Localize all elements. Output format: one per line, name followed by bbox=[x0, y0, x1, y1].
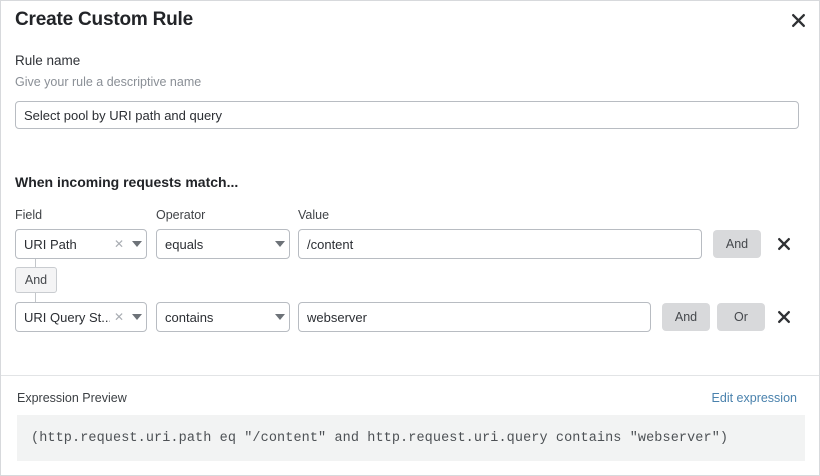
operator-select-value-row-2: contains bbox=[165, 309, 214, 325]
value-input-row-2[interactable] bbox=[298, 302, 651, 332]
condition-connector-and[interactable]: And bbox=[15, 267, 57, 293]
and-button-row-2[interactable]: And bbox=[662, 303, 710, 331]
chevron-down-icon[interactable] bbox=[271, 314, 289, 320]
operator-select-row-1[interactable]: equals bbox=[156, 229, 290, 259]
operator-select-row-2[interactable]: contains bbox=[156, 302, 290, 332]
expression-preview-label: Expression Preview bbox=[17, 391, 127, 405]
clear-icon[interactable]: ✕ bbox=[113, 310, 124, 324]
field-select-value-row-1: URI Path bbox=[24, 236, 77, 252]
close-icon bbox=[791, 13, 806, 28]
close-icon bbox=[777, 237, 791, 251]
close-icon bbox=[777, 310, 791, 324]
expression-preview-box: (http.request.uri.path eq "/content" and… bbox=[17, 415, 805, 461]
dialog-title: Create Custom Rule bbox=[15, 9, 193, 30]
condition-row: URI Path ✕ equals And bbox=[1, 229, 819, 259]
and-button-row-1[interactable]: And bbox=[713, 230, 761, 258]
chevron-down-icon[interactable] bbox=[271, 241, 289, 247]
delete-condition-button-row-2[interactable] bbox=[773, 306, 795, 328]
edit-expression-link[interactable]: Edit expression bbox=[711, 391, 797, 405]
expression-preview-divider bbox=[1, 375, 819, 376]
chevron-down-icon[interactable] bbox=[128, 314, 146, 320]
column-header-value: Value bbox=[298, 208, 330, 222]
field-select-value-row-2: URI Query St... bbox=[24, 309, 110, 325]
clear-icon[interactable]: ✕ bbox=[113, 237, 124, 251]
expression-preview-text: (http.request.uri.path eq "/content" and… bbox=[31, 430, 729, 446]
chevron-down-icon[interactable] bbox=[128, 241, 146, 247]
column-header-field: Field bbox=[15, 208, 43, 222]
field-select-row-2[interactable]: URI Query St... ✕ bbox=[15, 302, 147, 332]
rule-name-input[interactable] bbox=[15, 101, 799, 129]
conditions-section-heading: When incoming requests match... bbox=[15, 174, 239, 190]
column-header-operator: Operator bbox=[156, 208, 206, 222]
rule-name-help-text: Give your rule a descriptive name bbox=[15, 75, 202, 89]
operator-select-value-row-1: equals bbox=[165, 236, 204, 252]
field-select-row-1[interactable]: URI Path ✕ bbox=[15, 229, 147, 259]
rule-name-label: Rule name bbox=[15, 53, 81, 68]
or-button-row-2[interactable]: Or bbox=[717, 303, 765, 331]
delete-condition-button-row-1[interactable] bbox=[773, 233, 795, 255]
value-input-row-1[interactable] bbox=[298, 229, 702, 259]
close-dialog-button[interactable] bbox=[785, 7, 811, 33]
condition-row: URI Query St... ✕ contains And Or bbox=[1, 302, 819, 332]
